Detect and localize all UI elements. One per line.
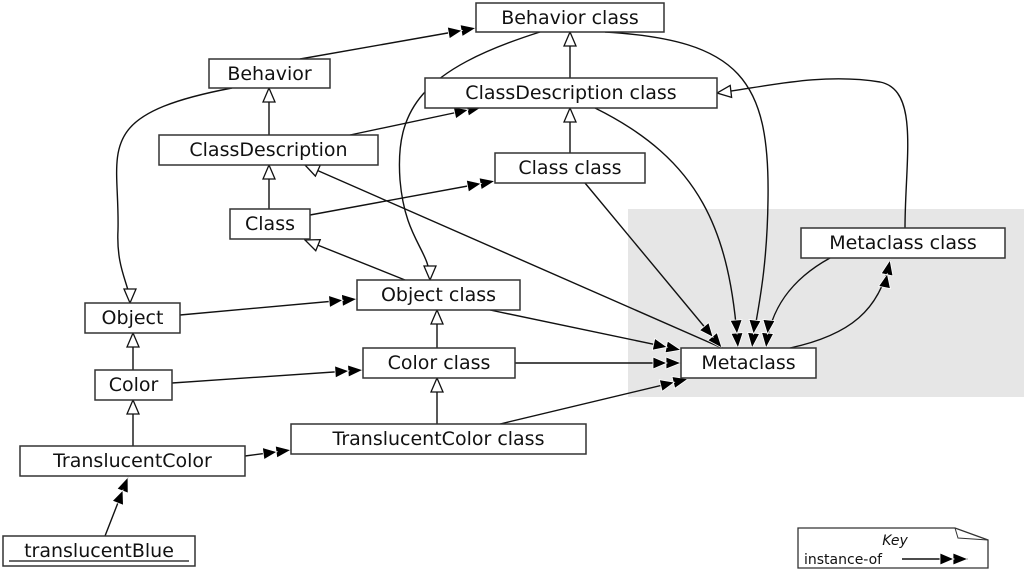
edge-metaclassclass-classdescriptionclass bbox=[717, 78, 909, 229]
node-label: translucentBlue bbox=[24, 540, 174, 562]
edge-classdescriptionclass-metaclass bbox=[594, 107, 738, 348]
node-label: Object class bbox=[381, 284, 496, 306]
node-metaclass-class[interactable]: Metaclass class bbox=[800, 227, 1006, 259]
node-translucentblue[interactable]: translucentBlue bbox=[2, 535, 196, 567]
edge-translucentcolorclass-metaclass bbox=[499, 379, 688, 425]
node-translucentcolor[interactable]: TranslucentColor bbox=[19, 445, 246, 477]
edge-behavior-behaviorclass bbox=[299, 28, 476, 60]
node-label: ClassDescription class bbox=[465, 82, 676, 104]
node-label: Metaclass class bbox=[829, 232, 977, 254]
node-label: TranslucentColor bbox=[52, 450, 212, 472]
edge-classclass-metaclass bbox=[584, 182, 722, 348]
node-label: TranslucentColor class bbox=[332, 428, 545, 450]
edge-translucentcolor-translucentcolorclass bbox=[244, 450, 291, 456]
edge-class-classclass bbox=[309, 181, 495, 216]
node-classdescription-class[interactable]: ClassDescription class bbox=[424, 77, 718, 109]
node-color-class[interactable]: Color class bbox=[362, 347, 516, 379]
node-label: Class class bbox=[518, 157, 621, 179]
node-behavior-class[interactable]: Behavior class bbox=[475, 2, 665, 33]
edge-behavior-object bbox=[115, 87, 233, 303]
legend-key: Key instance-of bbox=[797, 527, 989, 569]
edge-objectclass-class bbox=[305, 240, 406, 281]
node-label: Behavior class bbox=[501, 7, 639, 29]
node-label: Behavior bbox=[227, 63, 312, 85]
node-translucentcolor-class[interactable]: TranslucentColor class bbox=[290, 423, 587, 455]
edge-behaviorclass-objectclass bbox=[398, 31, 541, 280]
edge-metaclass-classdescription bbox=[305, 165, 723, 349]
node-label: Color bbox=[109, 374, 159, 396]
node-color[interactable]: Color bbox=[94, 369, 173, 401]
inheritance-edges bbox=[115, 31, 909, 446]
node-object-class[interactable]: Object class bbox=[356, 279, 521, 311]
edge-color-colorclass bbox=[171, 370, 363, 384]
edge-classdescription-classdescriptionclass bbox=[349, 107, 482, 136]
edge-translucentblue-translucentcolor bbox=[104, 477, 129, 537]
edge-metaclass-metaclassclass bbox=[789, 260, 890, 349]
node-label: Metaclass bbox=[701, 352, 795, 374]
node-behavior[interactable]: Behavior bbox=[208, 58, 331, 89]
node-class[interactable]: Class bbox=[229, 208, 311, 240]
key-instance-of-label: instance-of bbox=[804, 552, 883, 568]
node-object[interactable]: Object bbox=[84, 302, 181, 334]
edge-objectclass-metaclass bbox=[489, 309, 681, 350]
edge-metaclassclass-metaclass bbox=[766, 257, 831, 348]
node-label: ClassDescription bbox=[189, 139, 347, 161]
edge-behaviorclass-metaclass bbox=[604, 31, 769, 348]
node-classdescription[interactable]: ClassDescription bbox=[158, 134, 379, 166]
instance-of-edges bbox=[104, 28, 890, 537]
edge-object-objectclass bbox=[179, 299, 357, 316]
node-label: Color class bbox=[388, 352, 491, 374]
node-label: Object bbox=[102, 307, 164, 329]
key-title: Key bbox=[882, 533, 908, 549]
node-metaclass[interactable]: Metaclass bbox=[680, 347, 817, 379]
node-label: Class bbox=[245, 213, 295, 235]
node-class-class[interactable]: Class class bbox=[494, 152, 646, 184]
